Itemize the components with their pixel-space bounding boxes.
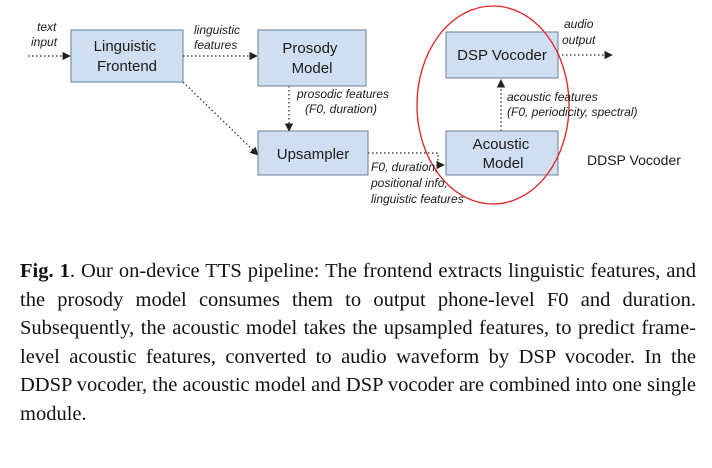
svg-text:Prosody Model: Prosody Model [282,40,341,77]
audio-waveform-icon [615,29,705,67]
figure-caption: Fig. 1. Our on-device TTS pipeline: The … [20,257,696,428]
label-prosodic-features: prosodic features (F0, duration) [296,87,392,116]
label-ddsp-vocoder: DDSP Vocoder [587,152,681,168]
tts-pipeline-diagram: Linguistic Frontend Prosody Model Upsamp… [28,5,705,206]
caption-label: Fig. 1 [20,260,70,282]
svg-text:DSP Vocoder: DSP Vocoder [457,47,547,64]
node-dsp-vocoder: DSP Vocoder [445,31,559,79]
edge-upsampler-acoustic [368,152,445,170]
svg-text:Linguistic Frontend: Linguistic Frontend [94,38,161,75]
node-linguistic-frontend: Linguistic Frontend [70,29,184,83]
edge-frontend-upsampler [182,81,259,156]
label-acoustic-features: acoustic features (F0, periodicity, spec… [507,90,637,119]
svg-text:Upsampler: Upsampler [277,146,350,163]
ddsp-highlight-ellipse [416,5,570,205]
label-audio-output: audio output [562,17,597,47]
node-upsampler: Upsampler [257,130,369,176]
label-upsampler-output: F0, duration, positional info, linguisti… [370,160,464,206]
caption-text: . Our on-device TTS pipeline: The fronte… [20,260,696,425]
label-linguistic-features: linguistic features [194,23,243,52]
label-text-input: text input [31,20,60,49]
node-acoustic-model: Acoustic Model [445,130,559,176]
svg-text:Acoustic Model: Acoustic Model [473,136,534,172]
node-prosody-model: Prosody Model [257,29,367,87]
